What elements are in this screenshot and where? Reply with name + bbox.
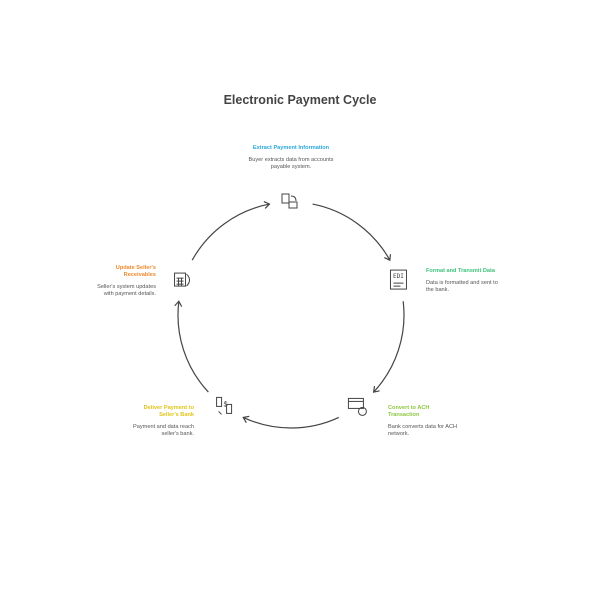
diagram-title: Electronic Payment Cycle [223, 93, 377, 107]
phone-payment-icon: $ [216, 396, 233, 415]
step-title: Format and Transmit Data [426, 268, 496, 274]
step-desc: Data is formatted and sent to the bank. [426, 280, 498, 293]
step-desc: Seller's system updates with payment det… [97, 284, 156, 297]
step-title: Update Seller's Receivables [115, 265, 156, 278]
step-title: Convert to ACH Transaction [388, 405, 430, 418]
cycle-arc [177, 301, 209, 393]
step-title: Deliver Payment to Seller's Bank [143, 405, 194, 418]
arrowhead [372, 385, 380, 393]
step-label-convert: Convert to ACH Transaction Bank converts… [388, 405, 458, 438]
cycle-arc [191, 203, 270, 261]
svg-text:EDI: EDI [393, 273, 404, 280]
card-convert-icon [347, 397, 367, 416]
arrowhead [174, 300, 183, 307]
step-title: Extract Payment Information [252, 145, 330, 151]
arrowhead [384, 254, 392, 262]
step-desc: Bank converts data for ACH network. [388, 424, 458, 437]
edi-document-icon: EDI [389, 269, 407, 290]
step-label-update: Update Seller's Receivables Seller's sys… [86, 265, 156, 298]
cycle-arc [373, 301, 405, 393]
step-desc: Payment and data reach seller's bank. [133, 424, 194, 437]
arrowhead [242, 415, 250, 423]
arrowhead [263, 201, 271, 209]
step-label-extract: Extract Payment Information Buyer extrac… [246, 145, 336, 171]
step-label-deliver: Deliver Payment to Seller's Bank Payment… [130, 405, 194, 438]
calculator-refresh-icon [174, 272, 191, 287]
cycle-arc [242, 416, 340, 429]
svg-text:$: $ [224, 401, 228, 408]
documents-transfer-icon [281, 193, 298, 209]
step-label-format: Format and Transmit Data Data is formatt… [426, 268, 506, 294]
step-desc: Buyer extracts data from accounts payabl… [248, 157, 334, 170]
cycle-arc [312, 203, 391, 261]
